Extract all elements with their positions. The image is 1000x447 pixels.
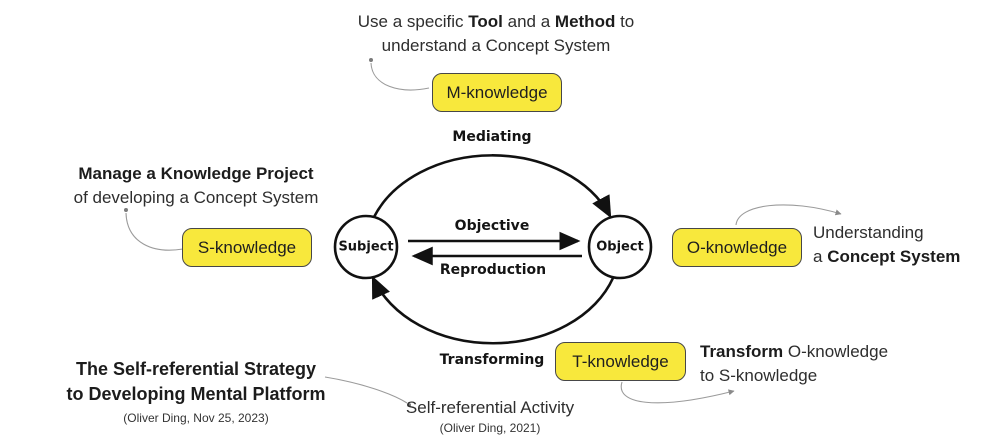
tool-method-bold-method: Method bbox=[554, 12, 616, 31]
strategy-line1: The Self-referential Strategy bbox=[75, 359, 317, 379]
mediating-label: Mediating bbox=[452, 129, 532, 145]
m-connector-dot bbox=[369, 58, 373, 62]
m-knowledge-connector bbox=[370, 62, 430, 91]
manage-note: Manage a Knowledge Project of developing… bbox=[40, 162, 352, 210]
t-knowledge-connector bbox=[620, 381, 735, 404]
strategy-line2: to Developing Mental Platform bbox=[66, 384, 326, 404]
transform-bold: Transform bbox=[700, 342, 784, 361]
object-node-circle bbox=[587, 214, 653, 280]
understanding-line1: Understanding bbox=[813, 223, 924, 242]
m-knowledge-box: M-knowledge bbox=[432, 73, 562, 112]
m-knowledge-box-label: M-knowledge bbox=[446, 82, 548, 102]
tool-method-line2: understand a Concept System bbox=[381, 36, 611, 55]
strategy-connector-dot bbox=[407, 403, 411, 407]
s-knowledge-box-label: S-knowledge bbox=[197, 237, 297, 257]
transforming-arc-arrow bbox=[371, 275, 615, 345]
o-knowledge-box: O-knowledge bbox=[672, 228, 802, 267]
tool-method-post: to bbox=[615, 12, 635, 31]
s-knowledge-connector bbox=[125, 212, 184, 251]
strategy-note: The Self-referential Strategy to Develop… bbox=[30, 357, 362, 426]
understanding-line2-bold: Concept System bbox=[827, 247, 961, 266]
self-referential-line1: Self-referential Activity bbox=[405, 398, 575, 417]
manage-line2: of developing a Concept System bbox=[73, 188, 319, 207]
transform-rest: O-knowledge bbox=[783, 342, 889, 361]
self-referential-citation: (Oliver Ding, 2021) bbox=[439, 421, 541, 435]
s-knowledge-box: S-knowledge bbox=[182, 228, 312, 267]
tool-method-pre: Use a specific bbox=[357, 12, 469, 31]
tool-method-bold-tool: Tool bbox=[468, 12, 503, 31]
manage-line1: Manage a Knowledge Project bbox=[78, 164, 314, 183]
mediating-arc-arrow bbox=[372, 154, 612, 219]
understanding-note: Understanding a Concept System bbox=[813, 221, 998, 269]
subject-label: Subject bbox=[338, 239, 394, 255]
transforming-label: Transforming bbox=[439, 352, 545, 368]
reproduction-label: Reproduction bbox=[439, 262, 547, 278]
subject-node-circle bbox=[333, 214, 399, 280]
tool-method-note: Use a specific Tool and a Method to unde… bbox=[280, 10, 712, 58]
objective-label: Objective bbox=[454, 218, 530, 234]
transform-line2: to S-knowledge bbox=[700, 366, 818, 385]
strategy-connector bbox=[324, 376, 408, 404]
s-connector-dot bbox=[124, 208, 128, 212]
o-knowledge-box-label: O-knowledge bbox=[686, 237, 788, 257]
strategy-citation: (Oliver Ding, Nov 25, 2023) bbox=[123, 411, 269, 425]
tool-method-line1: Use a specific Tool and a Method to bbox=[280, 10, 712, 34]
tool-method-mid: and a bbox=[502, 12, 555, 31]
object-label: Object bbox=[596, 239, 644, 255]
understanding-line2-pre: a bbox=[813, 247, 828, 266]
t-knowledge-box-label: T-knowledge bbox=[572, 351, 669, 371]
understanding-line2: a Concept System bbox=[813, 245, 998, 269]
self-referential-note: Self-referential Activity (Oliver Ding, … bbox=[390, 396, 590, 436]
t-knowledge-box: T-knowledge bbox=[555, 342, 686, 381]
o-knowledge-connector bbox=[735, 204, 842, 226]
transform-note: Transform O-knowledge to S-knowledge bbox=[700, 340, 915, 388]
transform-line1: Transform O-knowledge bbox=[700, 340, 915, 364]
